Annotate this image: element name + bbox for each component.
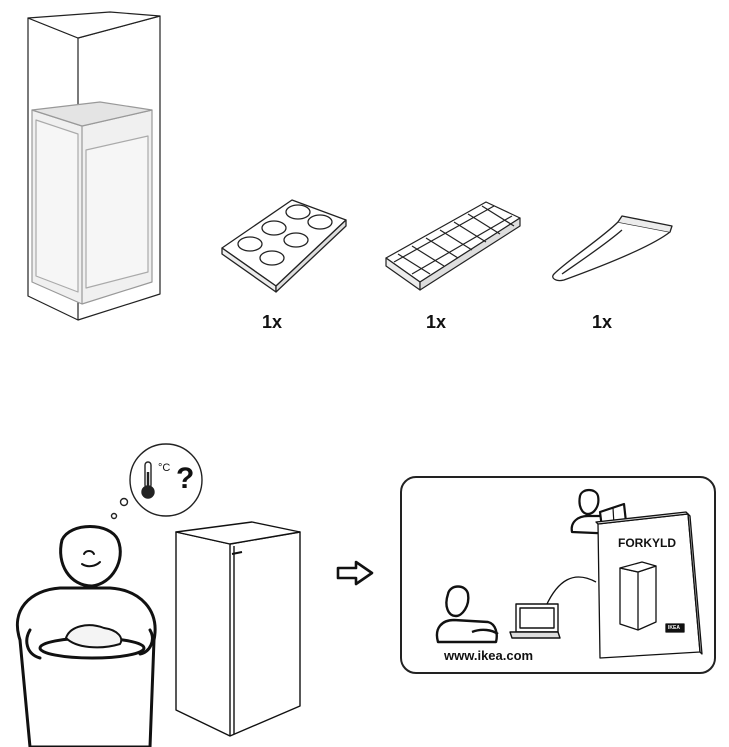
- refrigerator-illustration: [175, 521, 301, 737]
- connection-line: [545, 576, 597, 607]
- manual-title: FORKYLD: [618, 536, 676, 550]
- thought-bubble: [110, 443, 203, 520]
- ice-cube-tray-quantity: 1x: [425, 312, 447, 332]
- thermometer-icon: [141, 461, 155, 499]
- arrow-right-icon: [336, 560, 374, 586]
- manual-booklet-icon: [595, 511, 703, 659]
- manual-brand-logo: IKEA: [668, 625, 680, 631]
- built-in-cabinet-illustration: [27, 11, 161, 321]
- person-with-food-plate-illustration: [15, 525, 157, 747]
- laptop-icon: [509, 603, 561, 639]
- egg-tray-quantity: 1x: [261, 312, 283, 332]
- ice-cube-tray-icon: [385, 201, 521, 291]
- ice-scraper-icon: [552, 215, 673, 282]
- egg-tray-icon: [221, 199, 347, 293]
- temperature-unit: °C: [158, 462, 171, 474]
- person-at-laptop-illustration: [435, 585, 499, 644]
- question-mark: ?: [176, 462, 195, 495]
- ice-scraper-quantity: 1x: [591, 312, 613, 332]
- website-url[interactable]: www.ikea.com: [444, 648, 534, 663]
